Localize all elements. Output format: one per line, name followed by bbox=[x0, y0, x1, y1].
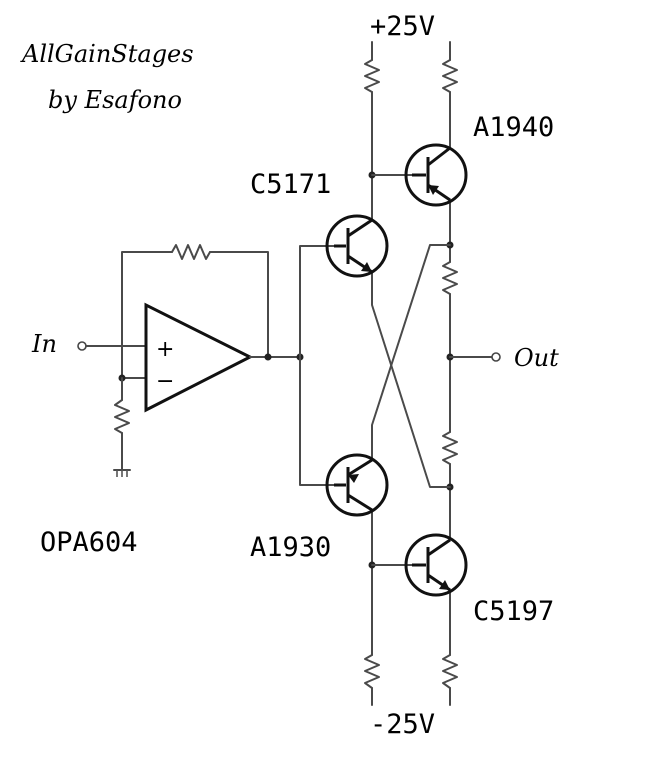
transistor-a1940 bbox=[404, 143, 468, 207]
feedback-network bbox=[121, 244, 269, 379]
transistor-c5197 bbox=[404, 533, 468, 597]
ground-icon bbox=[113, 469, 131, 477]
supply-negative-label: -25V bbox=[370, 709, 435, 740]
label-c5197: C5197 bbox=[473, 596, 554, 627]
driver-base-network bbox=[249, 245, 335, 486]
transistor-a1930 bbox=[325, 453, 389, 517]
title-line-2: by Esafono bbox=[48, 86, 182, 114]
label-c5171: C5171 bbox=[250, 169, 331, 200]
output-label: Out bbox=[514, 344, 559, 372]
input-label: In bbox=[31, 330, 57, 358]
opamp-plus-sign: + bbox=[156, 337, 174, 362]
transistor-c5171 bbox=[325, 214, 389, 278]
label-opa604: OPA604 bbox=[40, 527, 138, 558]
opamp-minus-sign: − bbox=[156, 369, 174, 394]
label-a1940: A1940 bbox=[473, 112, 554, 143]
right-rail bbox=[442, 41, 501, 706]
cross-coupling bbox=[371, 244, 451, 488]
title-line-1: AllGainStages bbox=[20, 40, 194, 68]
label-a1930: A1930 bbox=[250, 532, 331, 563]
supply-positive-label: +25V bbox=[370, 11, 435, 42]
opamp-opa604: + − bbox=[144, 302, 254, 413]
input-network bbox=[77, 341, 147, 477]
